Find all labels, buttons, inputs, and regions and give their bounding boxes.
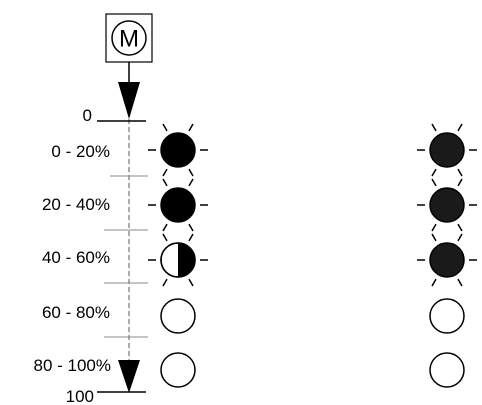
left-indicator-column [148, 123, 208, 388]
indicator-lamp-full [148, 178, 208, 232]
lamp-on [160, 187, 196, 223]
light-ray [162, 278, 168, 287]
indicator-lamp-off [429, 298, 465, 334]
range-label: 0 - 20% [51, 142, 110, 161]
light-ray [162, 178, 168, 187]
light-ray [162, 123, 168, 132]
lamp-on [429, 242, 465, 278]
indicator-lamp-off [160, 298, 196, 334]
light-ray [162, 168, 168, 177]
lamp-on [160, 132, 196, 168]
top-arrow-icon [118, 82, 140, 119]
range-label: 40 - 60% [42, 248, 110, 267]
lamp-off [429, 352, 465, 388]
light-ray [457, 123, 463, 132]
lamp-off [160, 352, 196, 388]
light-ray [431, 233, 437, 242]
lamp-off [160, 298, 196, 334]
motor-circle [111, 20, 147, 56]
motor-symbol: M [105, 13, 153, 63]
light-ray [431, 123, 437, 132]
light-ray [162, 233, 168, 242]
indicator-lamp-off [160, 352, 196, 388]
indicator-lamp-full [417, 233, 477, 287]
light-ray [188, 123, 194, 132]
light-ray [431, 168, 437, 177]
light-ray [457, 233, 463, 242]
light-ray [431, 223, 437, 232]
light-ray [457, 178, 463, 187]
scale-top-label: 0 [83, 106, 92, 125]
light-ray [431, 278, 437, 287]
scale-bottom-label: 100 [66, 387, 94, 405]
range-label: 20 - 40% [42, 195, 110, 214]
bottom-arrow-icon [118, 360, 140, 393]
range-label: 80 - 100% [34, 356, 112, 375]
lamp-on [429, 187, 465, 223]
right-indicator-column [417, 123, 477, 388]
lamp-on [429, 132, 465, 168]
light-ray [457, 278, 463, 287]
light-ray [162, 223, 168, 232]
indicator-lamp-full [417, 123, 477, 177]
light-ray [431, 178, 437, 187]
lamp-half-fill [178, 243, 195, 277]
lamp-half-outline [160, 242, 196, 278]
light-ray [188, 233, 194, 242]
indicator-lamp-full [417, 178, 477, 232]
motor-label: M [119, 26, 139, 53]
light-ray [188, 278, 194, 287]
light-ray [188, 178, 194, 187]
indicator-lamp-half [148, 233, 208, 287]
light-ray [457, 168, 463, 177]
range-label: 60 - 80% [42, 303, 110, 322]
indicator-lamp-full [148, 123, 208, 177]
light-ray [457, 223, 463, 232]
lamp-off [429, 298, 465, 334]
light-ray [188, 168, 194, 177]
indicator-lamp-off [429, 352, 465, 388]
light-ray [188, 223, 194, 232]
